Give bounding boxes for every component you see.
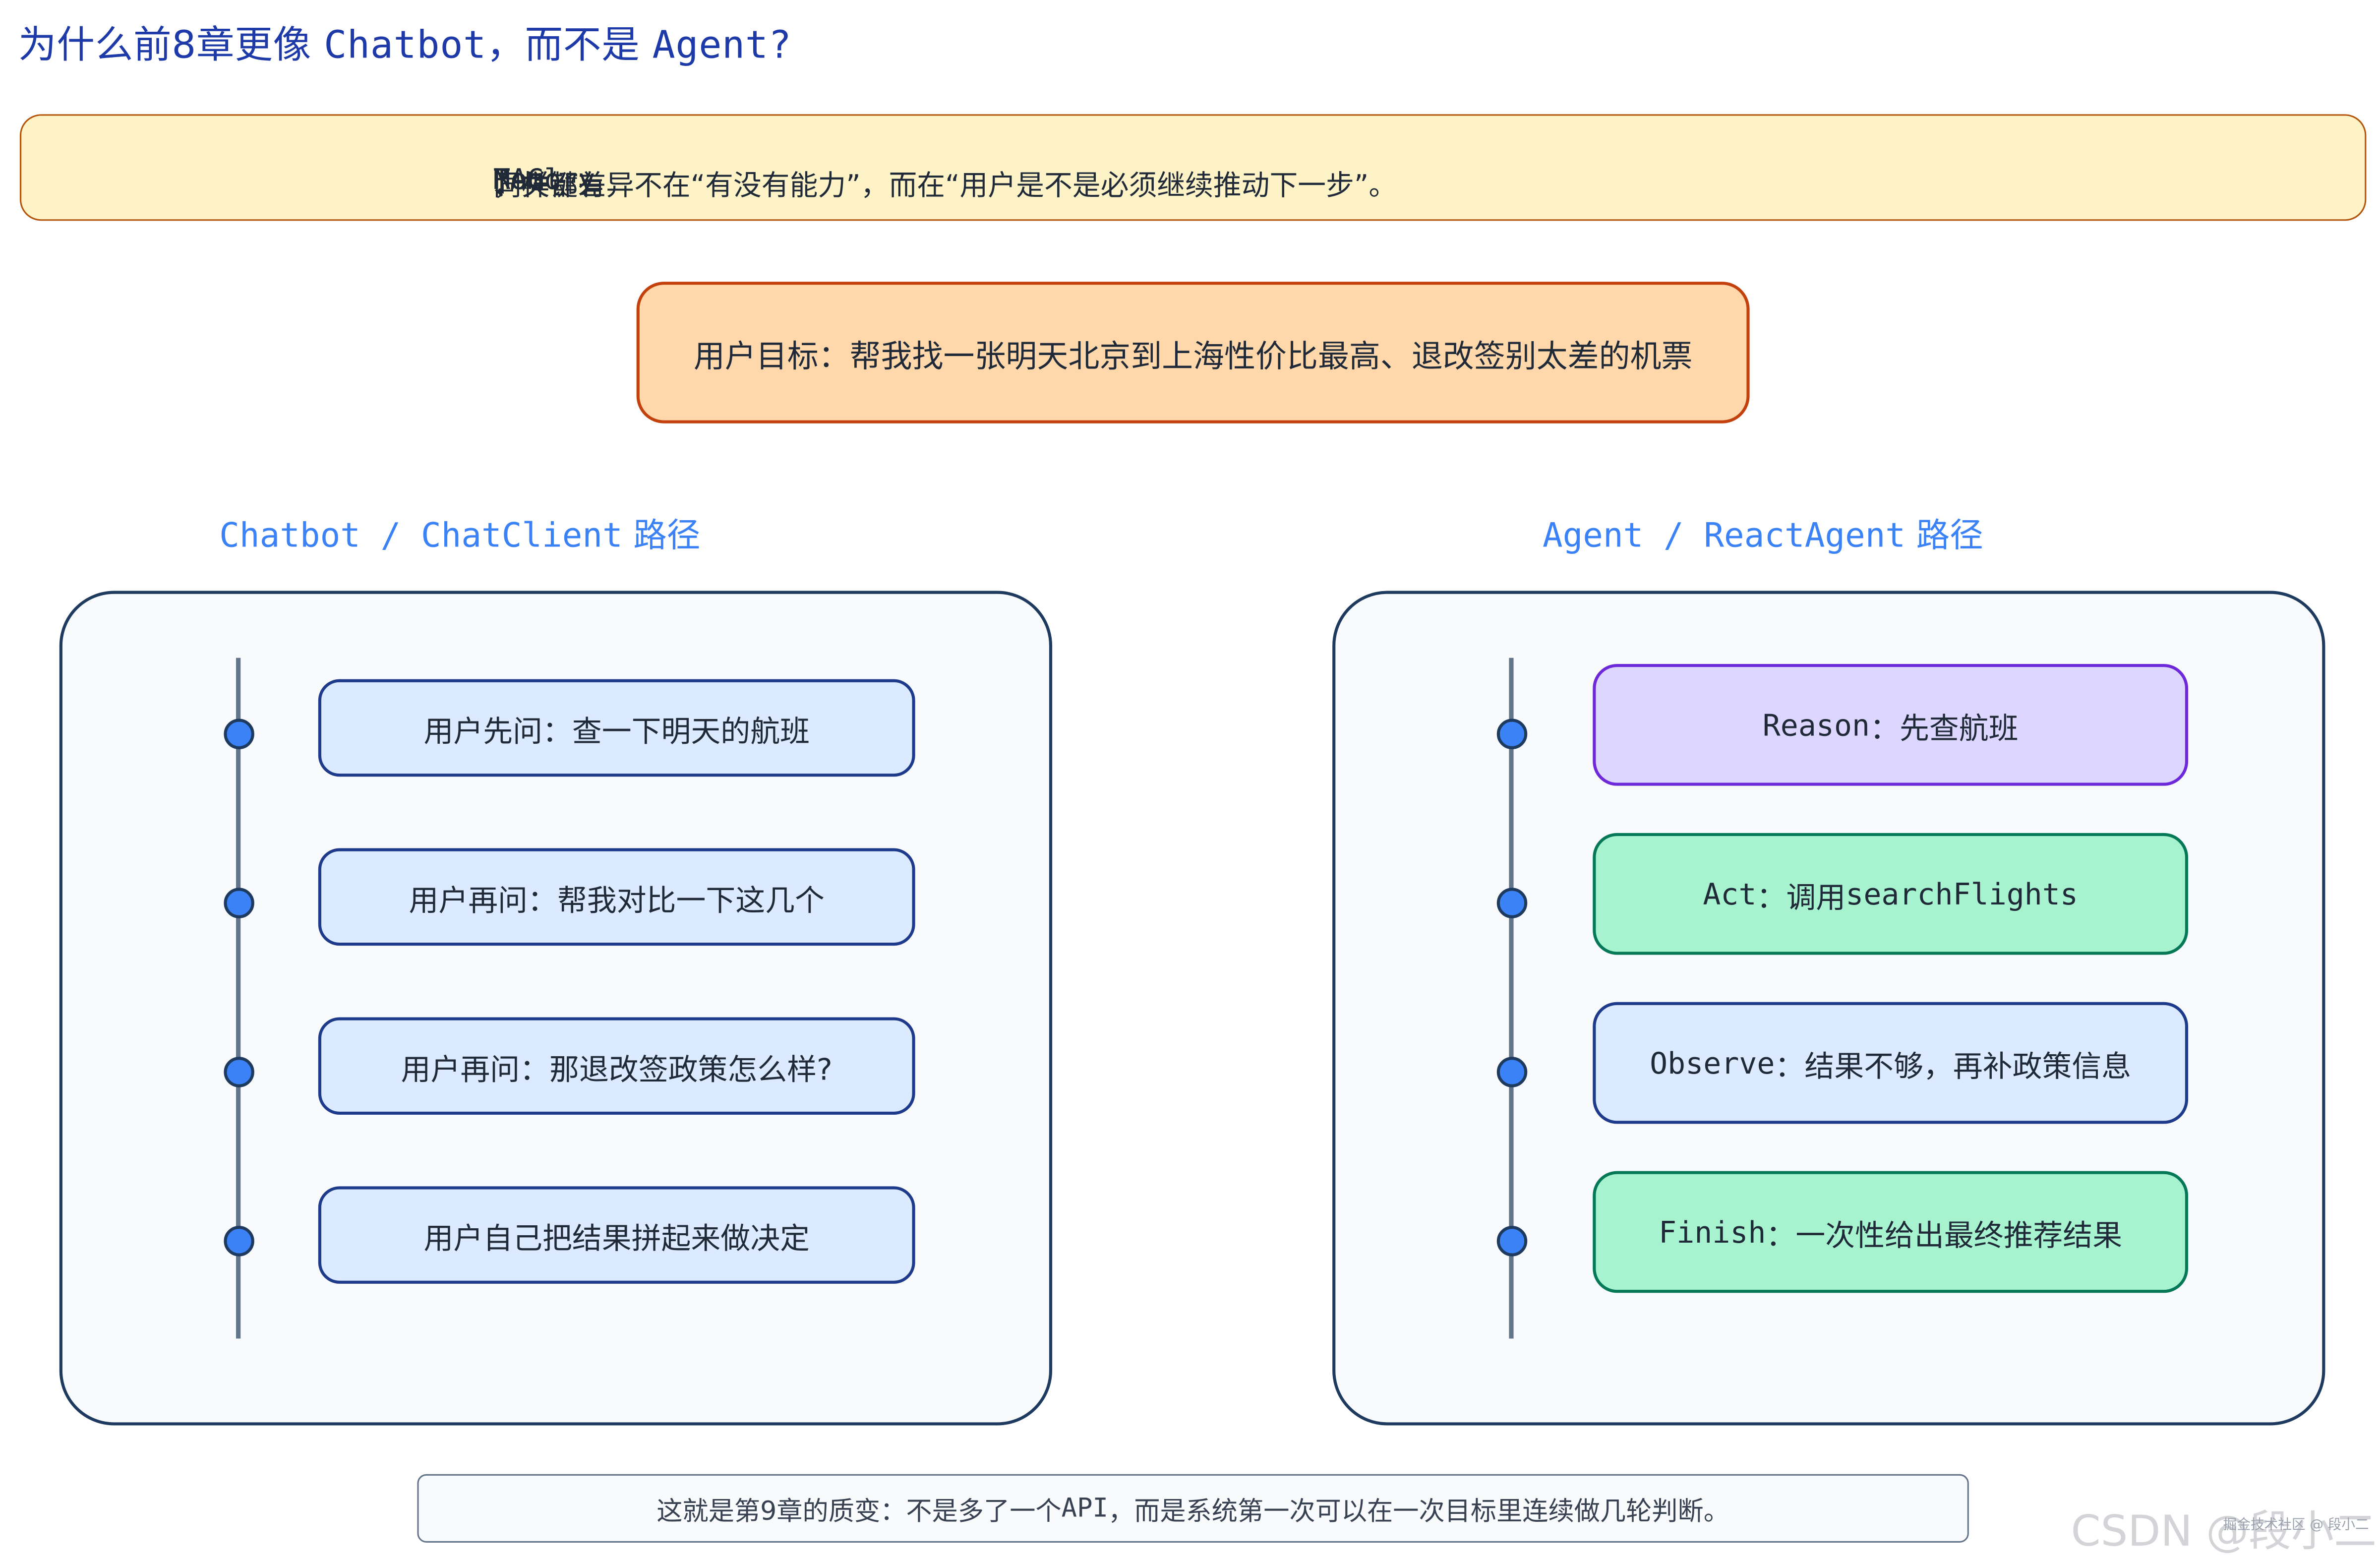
chatbot-timeline-dot: [224, 719, 254, 749]
agent-timeline-dot: [1496, 1226, 1528, 1257]
agent-timeline-dot: [1496, 888, 1528, 918]
csdn-watermark: CSDN @段小二: [2071, 1506, 2377, 1557]
chatbot-lane-title: Chatbot / ChatClient 路径: [219, 518, 701, 556]
conclusion-note: 这就是第9章的质变：不是多了一个 API，而是系统第一次可以在一次目标里连续做几…: [417, 1474, 1969, 1543]
chatbot-timeline-dot: [224, 888, 254, 918]
chatbot-timeline-line: [236, 658, 240, 1339]
key-difference-note: 同样都有 Tool、Memory、RAG，关键差异不在“有没有能力”，而在“用户…: [19, 114, 2367, 221]
juejin-watermark: 掘金技术社区 @ 段小二: [2223, 1518, 2369, 1534]
chatbot-step: 用户先问：查一下明天的航班: [318, 679, 915, 777]
chatbot-step: 用户再问：帮我对比一下这几个: [318, 848, 915, 946]
agent-timeline-dot: [1496, 1057, 1528, 1087]
agent-step-observe: Observe：结果不够，再补政策信息: [1593, 1002, 2189, 1124]
chatbot-timeline-dot: [224, 1057, 254, 1087]
user-goal-box: 用户目标：帮我找一张明天北京到上海性价比最高、退改签别太差的机票: [636, 282, 1750, 423]
chatbot-step: 用户再问：那退改签政策怎么样?: [318, 1017, 915, 1115]
page-title: 为什么前8章更像 Chatbot，而不是 Agent?: [18, 23, 792, 67]
chatbot-step: 用户自己把结果拼起来做决定: [318, 1186, 915, 1284]
agent-step-act: Act：调用 searchFlights: [1593, 833, 2189, 955]
chatbot-timeline-dot: [224, 1226, 254, 1257]
agent-step-finish: Finish：一次性给出最终推荐结果: [1593, 1171, 2189, 1293]
agent-timeline-line: [1509, 658, 1513, 1339]
agent-timeline-dot: [1496, 719, 1528, 749]
agent-lane-title: Agent / ReactAgent 路径: [1542, 518, 1983, 556]
agent-step-reason: Reason：先查航班: [1593, 663, 2189, 786]
